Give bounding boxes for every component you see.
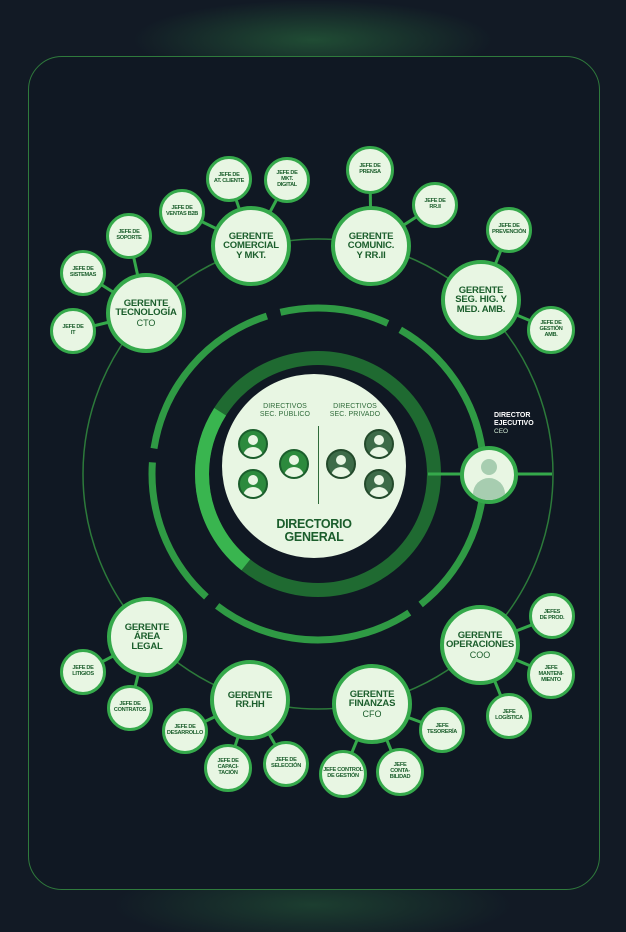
sub-label: JEFE LOGÍSTICA [495,709,523,721]
manager-node-rrhh[interactable]: GERENTE RR.HH [210,660,290,740]
sub-node-it[interactable]: JEFE DE IT [50,308,96,354]
sub-node-logistica[interactable]: JEFE LOGÍSTICA [486,693,532,739]
sub-label: JEFE DE VENTAS B2B [165,205,199,217]
sub-node-mantenimiento[interactable]: JEFE MANTENI- MIENTO [527,651,575,699]
sub-node-produccion[interactable]: JEFES DE PROD. [529,593,575,639]
sub-node-contratos[interactable]: JEFE DE CONTRATOS [107,685,153,731]
sub-node-ventas[interactable]: JEFE DE VENTAS B2B [159,189,205,235]
sub-node-seleccion[interactable]: JEFE DE SELECCIÓN [263,741,309,787]
directorio-general-title: DIRECTORIO GENERAL [276,517,352,544]
sub-label: JEFE DE MKT. DIGITAL [276,170,298,188]
sub-node-mkt-digital[interactable]: JEFE DE MKT. DIGITAL [264,157,310,203]
sub-label: JEFE DE DESARROLLO [166,724,204,736]
ceo-role: CEO [494,428,509,436]
outer-ring [82,238,554,710]
segmented-ring-inner-highlight [195,351,441,597]
sub-node-gestion-amb[interactable]: JEFE DE GESTIÓN AMB. [527,306,575,354]
ceo-name: DIRECTOR EJECUTIVO [494,412,534,428]
sub-node-capacitacion[interactable]: JEFE DE CAPACI- TACIÓN [204,744,252,792]
manager-name: GERENTE ÁREA LEGAL [124,621,170,652]
sub-label: JEFE DE RR.II [424,198,446,210]
manager-role: COO [469,649,491,660]
sub-label: JEFE CONTROL DE GESTIÓN [323,767,363,779]
sub-label: JEFES DE PROD. [539,609,565,621]
person-icon [238,429,268,459]
sub-node-at-cliente[interactable]: JEFE DE AT. CLIENTE [206,156,252,202]
sub-label: JEFE DE PRENSA [359,163,381,175]
sub-label: JEFE DE PREVENCIÓN [492,223,526,235]
person-icon [326,449,356,479]
sub-label: JEFE CONTA- BILIDAD [389,762,411,780]
sub-label: JEFE DE IT [62,324,84,336]
manager-name: GERENTE RR.HH [227,689,273,710]
sub-label: JEFE MANTENI- MIENTO [538,665,564,683]
sub-label: JEFE DE SELECCIÓN [271,757,301,769]
manager-node-tecnologia[interactable]: GERENTE TECNOLOGÍA CTO [106,273,186,353]
person-icon [364,429,394,459]
sub-label: JEFE DE SOPORTE [116,229,142,241]
manager-name: GERENTE FINANZAS [348,688,396,709]
ceo-label: DIRECTOR EJECUTIVO CEO [494,412,534,436]
sub-node-control-gestion[interactable]: JEFE CONTROL DE GESTIÓN [319,750,367,798]
person-icon [364,469,394,499]
manager-name: GERENTE COMUNIC. Y RR.II [347,230,395,261]
manager-name: GERENTE OPERACIONES [445,629,514,650]
sub-node-soporte[interactable]: JEFE DE SOPORTE [106,213,152,259]
public-sector-label: DIRECTIVOS SEC. PÚBLICO [259,403,311,419]
manager-name: GERENTE SEG. HIG. Y MED. AMB. [455,284,507,315]
sub-label: JEFE DE LITIGIOS [72,665,94,677]
person-icon [279,449,309,479]
manager-name: GERENTE COMERCIAL Y MKT. [223,230,279,261]
sub-label: JEFE DE AT. CLIENTE [213,172,245,184]
manager-node-comercial[interactable]: GERENTE COMERCIAL Y MKT. [211,206,291,286]
person-icon [238,469,268,499]
sector-divider [318,426,319,504]
sub-node-sistemas[interactable]: JEFE DE SISTEMAS [60,250,106,296]
manager-node-seg-hig[interactable]: GERENTE SEG. HIG. Y MED. AMB. [441,260,521,340]
manager-node-legal[interactable]: GERENTE ÁREA LEGAL [107,597,187,677]
sub-label: JEFE TESORERÍA [427,723,457,735]
sub-label: JEFE DE GESTIÓN AMB. [539,320,563,338]
sub-label: JEFE DE SISTEMAS [69,266,97,278]
sub-node-tesoreria[interactable]: JEFE TESORERÍA [419,707,465,753]
sub-node-contabilidad[interactable]: JEFE CONTA- BILIDAD [376,748,424,796]
sub-node-litigios[interactable]: JEFE DE LITIGIOS [60,649,106,695]
private-sector-label: DIRECTIVOS SEC. PRIVADO [329,403,381,419]
manager-node-operaciones[interactable]: GERENTE OPERACIONES COO [440,605,520,685]
sub-node-rrii[interactable]: JEFE DE RR.II [412,182,458,228]
ceo-avatar[interactable] [460,446,518,504]
manager-node-finanzas[interactable]: GERENTE FINANZAS CFO [332,664,412,744]
sub-node-prensa[interactable]: JEFE DE PRENSA [346,146,394,194]
sub-node-desarrollo[interactable]: JEFE DE DESARROLLO [162,708,208,754]
manager-role: CFO [362,708,382,719]
manager-role: CTO [136,317,156,328]
sub-label: JEFE DE CAPACI- TACIÓN [217,758,239,776]
sub-label: JEFE DE CONTRATOS [113,701,147,713]
directorio-general-node: DIRECTIVOS SEC. PÚBLICO DIRECTIVOS SEC. … [222,374,406,558]
manager-name: GERENTE TECNOLOGÍA [115,297,177,318]
sub-node-prevencion[interactable]: JEFE DE PREVENCIÓN [486,207,532,253]
manager-node-comunic[interactable]: GERENTE COMUNIC. Y RR.II [331,206,411,286]
